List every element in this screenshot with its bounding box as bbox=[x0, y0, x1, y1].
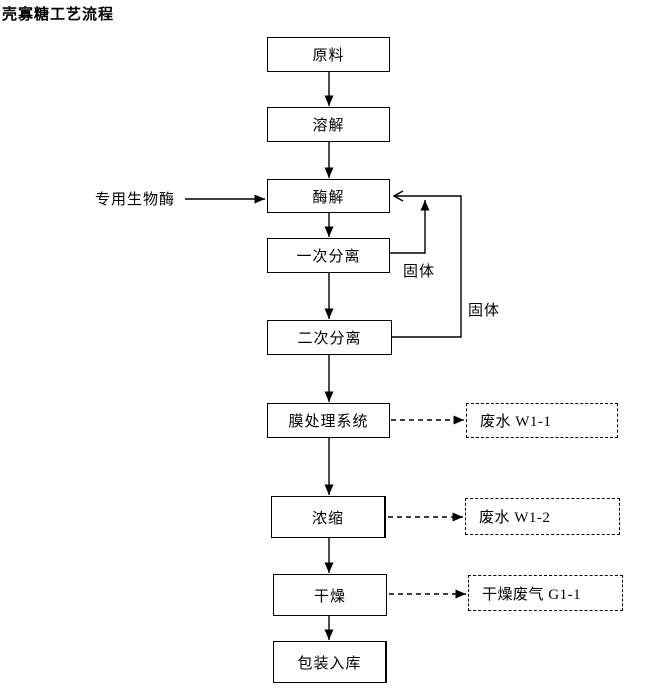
process-box-enzymolysis: 酶解 bbox=[267, 179, 390, 213]
process-box-concentration: 浓缩 bbox=[271, 496, 386, 538]
process-box-second-separation: 二次分离 bbox=[267, 320, 392, 355]
input-label-special-enzyme: 专用生物酶 bbox=[95, 192, 176, 208]
process-box-membrane-treatment: 膜处理系统 bbox=[267, 403, 390, 438]
process-box-raw-material: 原料 bbox=[267, 37, 390, 72]
diagram-title: 壳寡糖工艺流程 bbox=[2, 7, 115, 23]
output-box-exhaust-g1-1: 干燥废气 G1-1 bbox=[468, 575, 623, 611]
process-box-packaging-storage: 包装入库 bbox=[273, 641, 387, 683]
recycle-label-solid-second: 固体 bbox=[468, 303, 501, 319]
output-box-wastewater-w1-1: 废水 W1-1 bbox=[466, 403, 618, 438]
output-box-wastewater-w1-2: 废水 W1-2 bbox=[465, 498, 620, 535]
process-box-dissolution: 溶解 bbox=[267, 107, 390, 142]
process-box-first-separation: 一次分离 bbox=[267, 238, 390, 273]
recycle-label-solid-first: 固体 bbox=[403, 264, 436, 280]
arrow-recycle-first-separation bbox=[390, 200, 430, 254]
process-box-drying: 干燥 bbox=[273, 574, 387, 616]
